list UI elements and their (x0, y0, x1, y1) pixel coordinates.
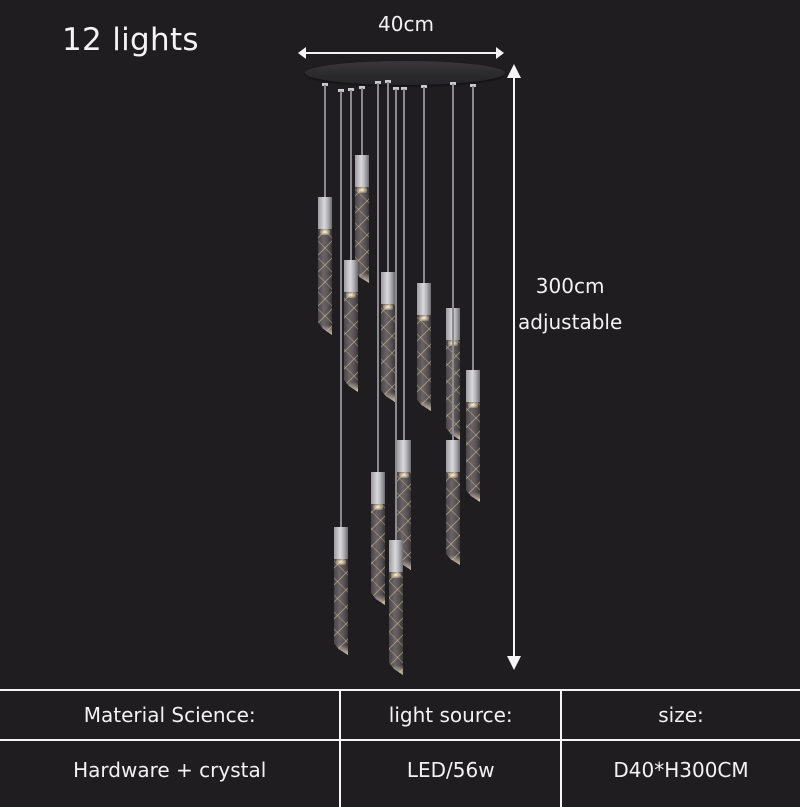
cord-cap (338, 89, 344, 92)
pendant-cord (423, 87, 425, 283)
pendant-crystal (371, 504, 385, 605)
spec-header-row: Material Science: light source: size: (0, 689, 800, 740)
pendant-housing (417, 283, 431, 315)
pendant-crystal (344, 292, 358, 392)
crystal-pendant-light (381, 272, 395, 402)
pendant-cord (472, 86, 474, 370)
pendant-housing (389, 540, 403, 572)
crystal-pendant-light (371, 472, 385, 605)
crystal-pendant-light (417, 283, 431, 411)
ceiling-canopy (305, 61, 505, 85)
spec-header-size: size: (560, 689, 800, 740)
pendant-crystal (355, 187, 369, 283)
pendant-cord (452, 84, 454, 440)
pendant-cord (361, 88, 363, 155)
crystal-pendant-light (466, 370, 480, 502)
cord-cap (385, 80, 391, 83)
spec-value-material: Hardware + crystal (0, 739, 341, 807)
cord-cap (470, 84, 476, 87)
spec-value-light-source: LED/56w (339, 739, 562, 807)
pendant-crystal (389, 572, 403, 675)
pendant-housing (381, 272, 395, 304)
pendant-housing (371, 472, 385, 504)
spec-value-size: D40*H300CM (560, 739, 800, 807)
width-dimension-label: 40cm (378, 12, 434, 36)
pendant-crystal (446, 472, 460, 565)
crystal-pendant-light (334, 527, 348, 655)
pendant-cord (324, 85, 326, 197)
height-dimension-arrow-icon (507, 64, 521, 670)
height-dimension-label: 300cm adjustable (518, 268, 622, 340)
pendant-housing (466, 370, 480, 402)
height-note: adjustable (518, 310, 623, 334)
spec-value-row: Hardware + crystal LED/56w D40*H300CM (0, 739, 800, 807)
pendant-housing (397, 440, 411, 472)
pendant-crystal (417, 315, 431, 411)
pendant-crystal (334, 559, 348, 655)
pendant-cord (395, 89, 397, 540)
cord-cap (401, 87, 407, 90)
pendant-cord (350, 90, 352, 260)
pendant-cord (403, 89, 405, 440)
cord-cap (359, 86, 365, 89)
crystal-pendant-light (389, 540, 403, 675)
crystal-pendant-light (344, 260, 358, 392)
cord-cap (421, 85, 427, 88)
cord-cap (393, 87, 399, 90)
spec-header-material: Material Science: (0, 689, 341, 740)
pendant-crystal (318, 229, 332, 335)
crystal-pendant-light (355, 155, 369, 283)
spec-table: Material Science: light source: size: Ha… (0, 689, 800, 807)
cord-cap (348, 88, 354, 91)
crystal-pendant-light (446, 440, 460, 565)
product-title: 12 lights (62, 22, 199, 58)
width-dimension-arrow-icon (298, 47, 504, 59)
pendant-crystal (381, 304, 395, 402)
height-value: 300cm (535, 274, 605, 298)
pendant-housing (334, 527, 348, 559)
pendant-housing (318, 197, 332, 229)
cord-cap (450, 82, 456, 85)
pendant-housing (355, 155, 369, 187)
pendant-crystal (466, 402, 480, 502)
pendant-housing (446, 440, 460, 472)
crystal-pendant-light (318, 197, 332, 335)
cord-cap (375, 81, 381, 84)
pendant-cord (340, 91, 342, 527)
spec-header-light-source: light source: (339, 689, 562, 740)
pendant-cord (377, 83, 379, 472)
pendant-housing (344, 260, 358, 292)
pendant-cord (387, 82, 389, 272)
cord-cap (322, 83, 328, 86)
